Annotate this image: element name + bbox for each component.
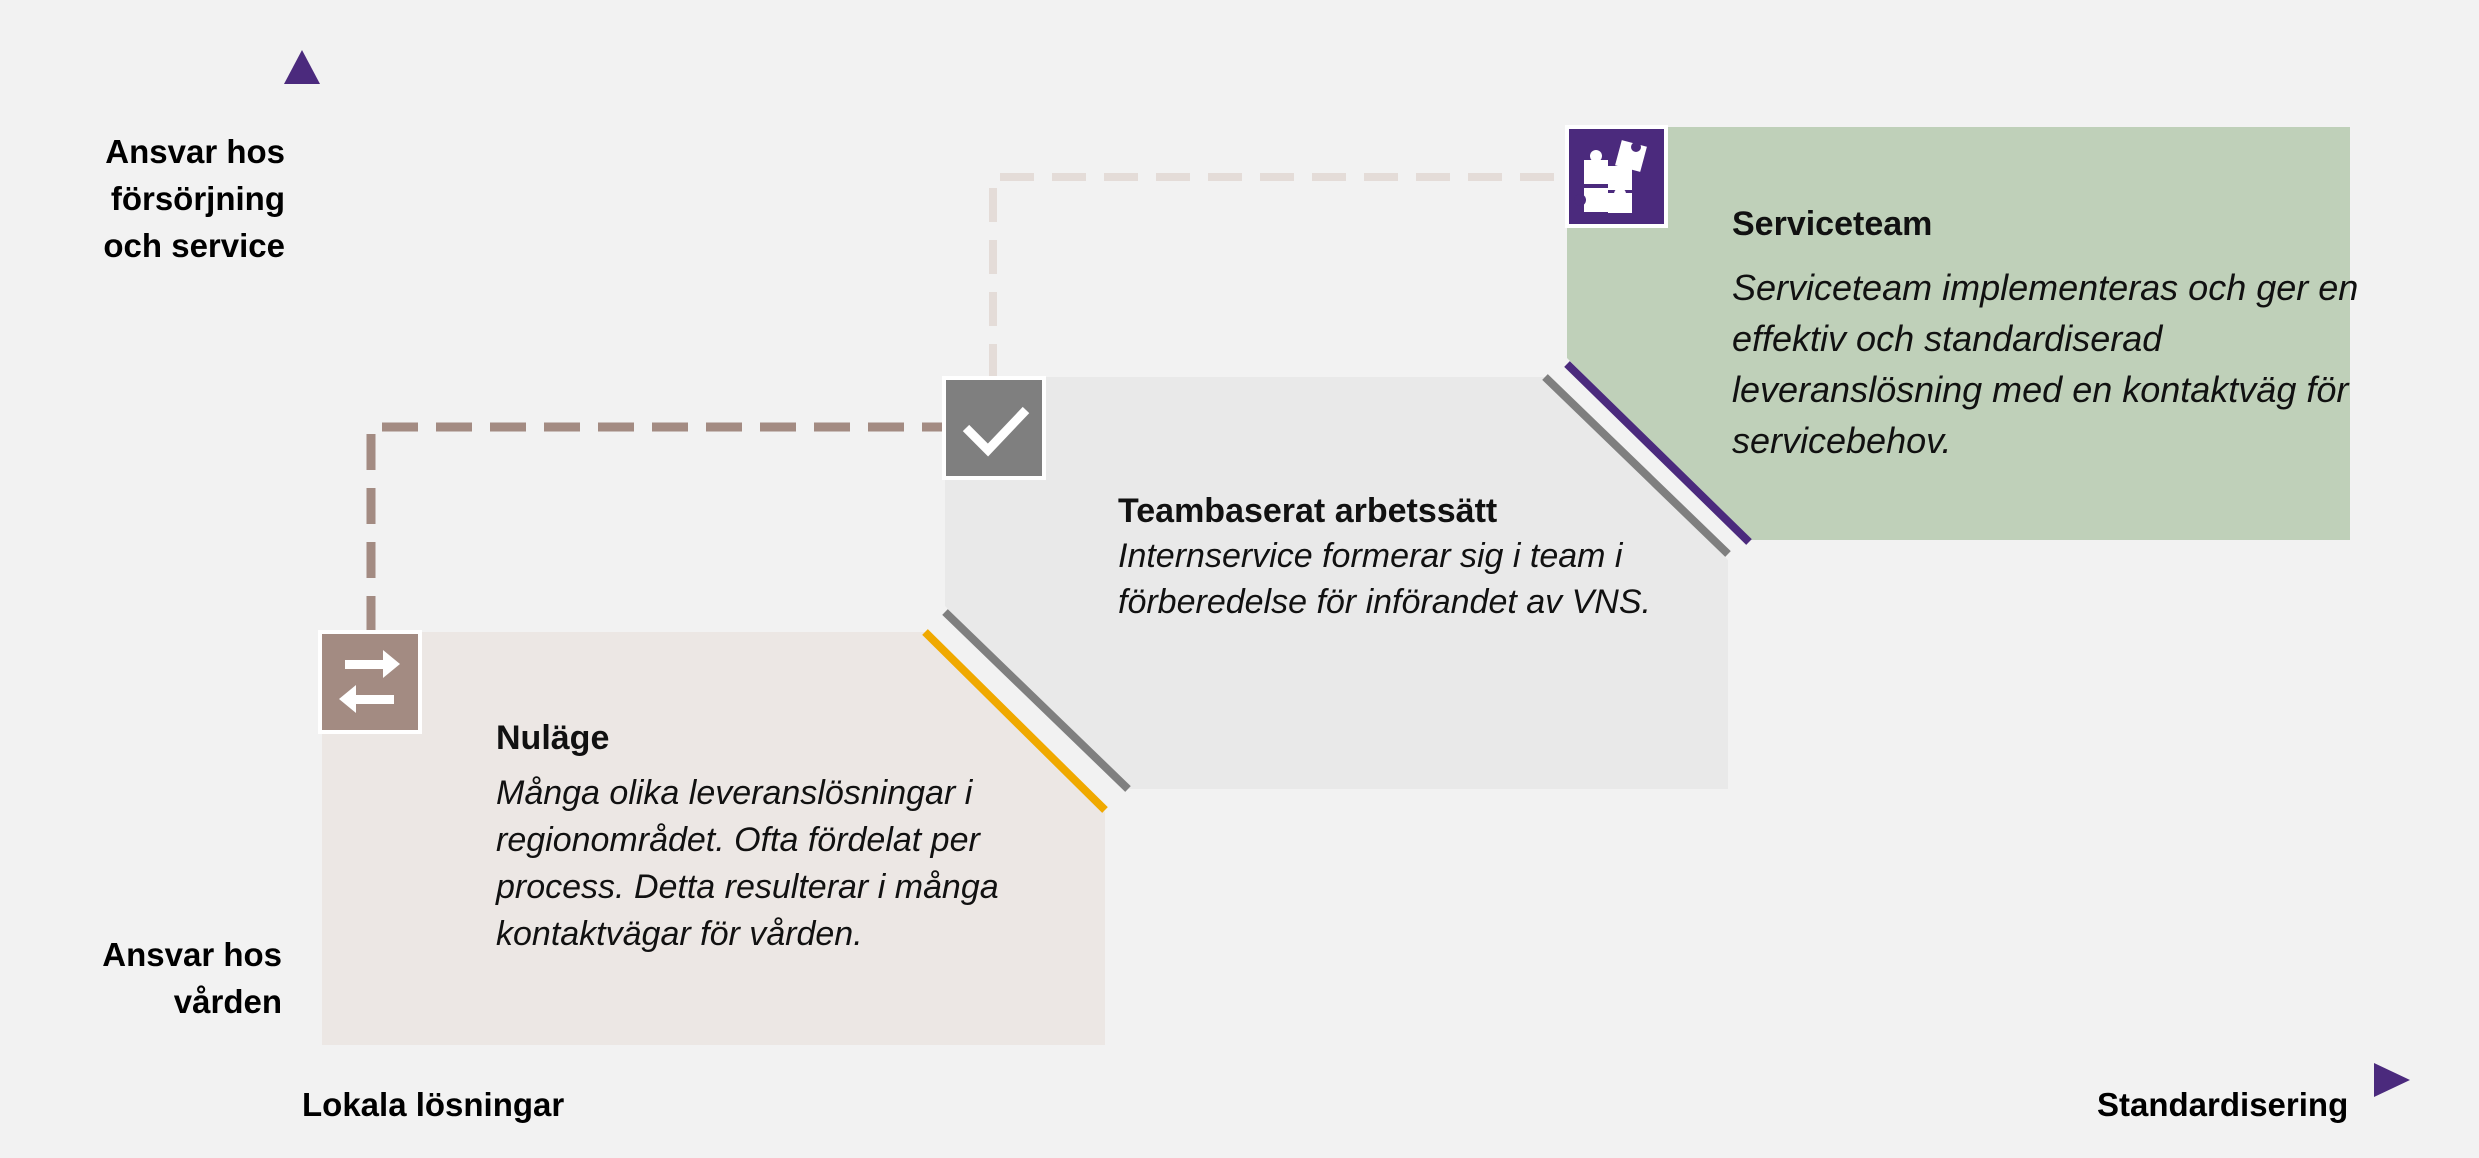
- x-axis-left-label: Lokala lösningar: [302, 1086, 565, 1123]
- stage-title: Serviceteam: [1732, 205, 1933, 243]
- stage-title: Nuläge: [496, 719, 610, 757]
- stage-description: Serviceteam implementeras och ger en eff…: [1732, 267, 2359, 461]
- edge-team-gray-upper: [1542, 374, 1731, 557]
- edge-nulage-yellow: [922, 629, 1108, 813]
- connector-nulage-to-team: [366, 422, 947, 632]
- checkmark-icon: [942, 376, 1046, 480]
- stage-box-service: [1567, 127, 2350, 540]
- y-axis-arrowhead: [284, 50, 320, 84]
- y-axis-top-label-line: Ansvar hos: [105, 133, 285, 170]
- stage-box-team: [945, 377, 1728, 789]
- y-axis-top-label-line: försörjning: [110, 180, 285, 217]
- y-axis-top-label-line: och service: [103, 227, 285, 264]
- stage-nulage-text: Nuläge Många olika leveranslösningar i r…: [496, 716, 1076, 958]
- edge-team-gray-lower: [942, 609, 1131, 792]
- stage-title: Teambaserat arbetssätt: [1118, 492, 1498, 530]
- edge-service-purple: [1564, 361, 1752, 545]
- x-axis-arrowhead: [2374, 1063, 2410, 1097]
- y-axis-bottom-label: Ansvar hos vården: [82, 931, 282, 1025]
- stage-team-text: Teambaserat arbetssätt Internservice for…: [1118, 489, 1718, 625]
- stage-description: Många olika leveranslösningar i regionom…: [496, 774, 999, 953]
- puzzle-icon: [1565, 125, 1668, 228]
- stage-description: Internservice formerar sig i team i förb…: [1118, 537, 1651, 621]
- connector-team-to-service: [989, 173, 1563, 378]
- stage-box-nulage: [322, 632, 1105, 1045]
- y-axis-top-label: Ansvar hos försörjning och service: [85, 128, 285, 269]
- swap-arrows-icon: [318, 630, 422, 734]
- x-axis-right-label: Standardisering: [2097, 1086, 2349, 1123]
- stage-service-text: Serviceteam Serviceteam implementeras oc…: [1732, 202, 2372, 466]
- y-axis-bottom-label-line: vården: [173, 983, 282, 1020]
- y-axis-bottom-label-line: Ansvar hos: [102, 936, 282, 973]
